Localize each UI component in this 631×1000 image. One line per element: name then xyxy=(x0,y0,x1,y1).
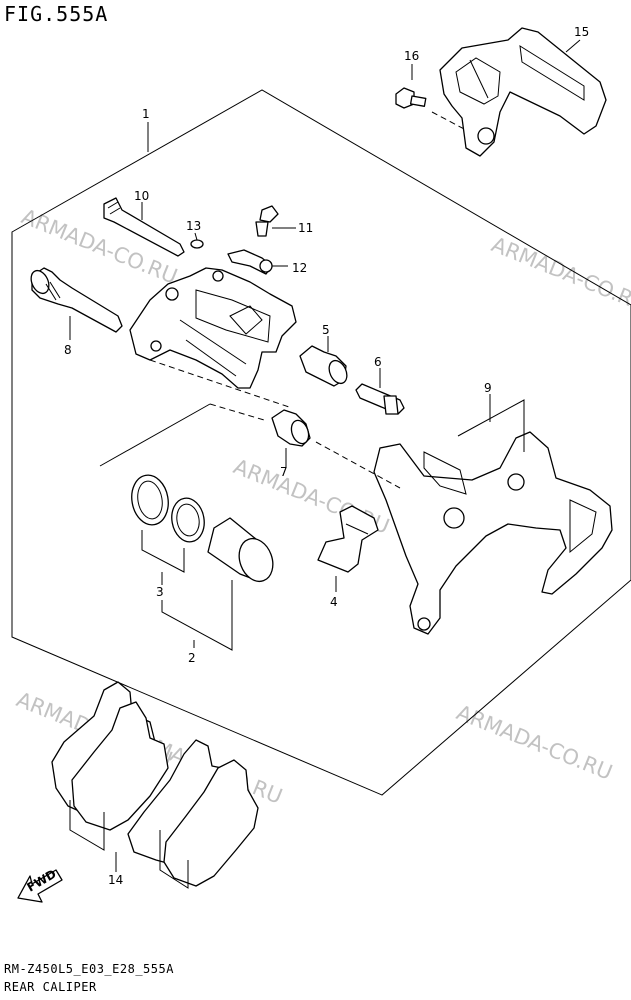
callouts: 1 2 3 4 5 6 7 8 9 10 11 12 13 14 15 16 xyxy=(64,25,589,887)
part-11-bleeder xyxy=(255,205,279,237)
part-14-pads xyxy=(51,681,259,887)
callout-8: 8 xyxy=(64,343,72,357)
callout-5: 5 xyxy=(322,323,330,337)
part-7-boot xyxy=(271,409,311,447)
callout-13: 13 xyxy=(186,219,201,233)
part-9-support-bracket xyxy=(373,431,613,635)
callout-12: 12 xyxy=(292,261,307,275)
part-15-bracket xyxy=(439,27,607,157)
figure-code: RM-Z450L5_E03_E28_555A xyxy=(4,962,174,976)
part-2-piston xyxy=(207,517,274,583)
callout-11: 11 xyxy=(298,221,313,235)
part-10-pin xyxy=(103,197,185,257)
leader-lines xyxy=(69,39,581,889)
callout-15: 15 xyxy=(574,25,589,39)
callout-9: 9 xyxy=(484,381,492,395)
figure-title: FIG.555A xyxy=(4,2,109,26)
part-5-boot xyxy=(299,345,348,387)
callout-16: 16 xyxy=(404,49,419,63)
callout-2: 2 xyxy=(188,651,196,665)
caliper-body xyxy=(129,267,297,389)
callout-4: 4 xyxy=(330,595,338,609)
callout-3: 3 xyxy=(156,585,164,599)
callout-6: 6 xyxy=(374,355,382,369)
part-8-pin-bolt xyxy=(30,267,123,333)
watermark-2: ARMADA-CO.RU xyxy=(488,232,631,316)
part-4-pad-spring xyxy=(317,505,379,573)
assembly-boundary xyxy=(11,89,631,796)
callout-7: 7 xyxy=(280,465,288,479)
part-6-pin xyxy=(355,383,405,415)
part-13-oring xyxy=(190,239,204,249)
callout-10: 10 xyxy=(134,189,149,203)
figure-name: REAR CALIPER xyxy=(4,980,97,994)
part-12-cap xyxy=(227,249,273,275)
callout-14: 14 xyxy=(108,873,123,887)
part-16-bolt xyxy=(395,87,427,109)
callout-1: 1 xyxy=(142,107,150,121)
fwd-arrow-icon: FWD xyxy=(17,867,63,903)
part-3-seals xyxy=(131,474,205,543)
